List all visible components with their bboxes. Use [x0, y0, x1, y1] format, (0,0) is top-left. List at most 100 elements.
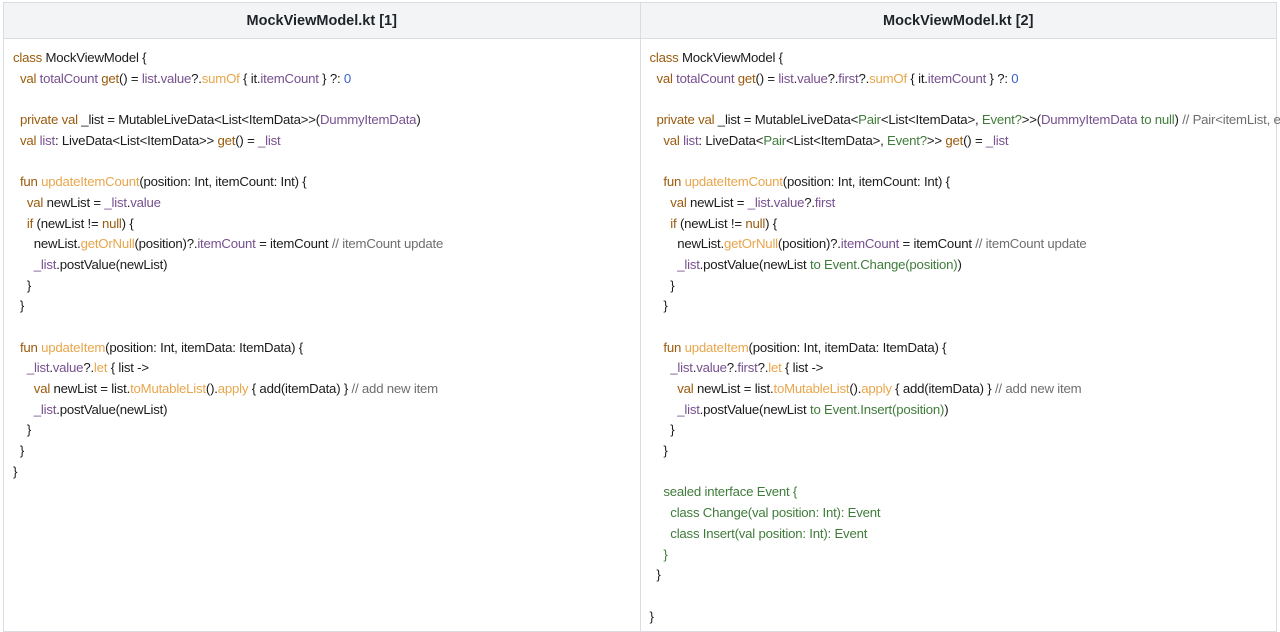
code-token: . — [126, 194, 131, 210]
code-token: apply — [217, 381, 249, 396]
code-token: } — [649, 567, 661, 583]
code-line — [13, 89, 640, 110]
code-line: val newList = _list.value — [13, 193, 640, 214]
code-token: } ?: — [318, 70, 344, 86]
code-token: get — [217, 132, 236, 148]
code-token: null — [745, 215, 766, 231]
code-line: val newList = list.toMutableList().apply… — [650, 379, 1277, 400]
code-token — [650, 526, 671, 541]
code-token: = itemCount — [899, 236, 976, 252]
code-token: ?. — [804, 194, 815, 210]
code-token — [13, 112, 20, 127]
code-line — [650, 151, 1277, 172]
code-line: _list.value?.first?.let { list -> — [650, 358, 1277, 379]
code-line: _list.postValue(newList to Event.Insert(… — [650, 400, 1277, 421]
code-token: val — [670, 194, 687, 210]
code-line: sealed interface Event { — [650, 482, 1277, 503]
code-token: // add new item — [994, 381, 1082, 396]
code-token: fun — [19, 174, 38, 190]
code-token: (newList != — [33, 215, 102, 231]
code-token: getOrNull — [80, 236, 135, 252]
code-token: list — [141, 70, 158, 86]
code-token: ?. — [757, 360, 769, 376]
code-token: val — [656, 70, 673, 86]
code-line: } — [13, 420, 640, 441]
code-token: (newList != — [676, 215, 746, 231]
code-token: to Event.Insert(position) — [809, 401, 945, 417]
code-cell-2: class MockViewModel { val totalCount get… — [639, 38, 1280, 632]
code-token: . — [770, 194, 774, 210]
code-line: private val _list = MutableLiveData<Pair… — [650, 110, 1280, 131]
code-block-1: class MockViewModel { val totalCount get… — [4, 39, 640, 482]
code-token: newList. — [649, 236, 724, 252]
code-token: itemCount — [840, 236, 900, 252]
code-cell-1: class MockViewModel { val totalCount get… — [3, 38, 641, 632]
code-token: } — [649, 443, 668, 459]
code-token — [13, 360, 27, 375]
code-token: <List<ItemData>, — [785, 132, 888, 148]
table-header-row: MockViewModel.kt [1] MockViewModel.kt [2… — [3, 2, 1277, 39]
code-token: itemCount — [197, 236, 256, 252]
code-line: fun updateItem(position: Int, itemData: … — [13, 338, 640, 359]
code-token: first — [814, 194, 836, 210]
code-token: >> — [926, 132, 946, 148]
code-token — [650, 402, 678, 417]
code-line: fun updateItemCount(position: Int, itemC… — [13, 172, 640, 193]
code-token: ?. — [858, 70, 870, 86]
code-token: get — [737, 70, 756, 86]
code-token: first — [838, 70, 859, 86]
code-token: (position)?. — [134, 236, 198, 252]
code-token: { it. — [906, 70, 928, 86]
code-token: // Pair<itemList, event> — [1182, 112, 1280, 128]
code-token: if — [670, 215, 677, 231]
code-line — [650, 462, 1277, 483]
code-token: private val — [19, 112, 78, 128]
code-token: : LiveData<List<ItemData>> — [55, 132, 218, 148]
code-token: (position: Int, itemData: ItemData) { — [748, 339, 947, 355]
code-line: val totalCount get() = list.value?.first… — [650, 69, 1277, 90]
code-token: } — [649, 298, 668, 314]
code-token — [13, 257, 34, 272]
code-token: } — [13, 463, 18, 479]
code-token: _list — [677, 401, 700, 417]
column-header-2: MockViewModel.kt [2] — [639, 2, 1277, 39]
code-token: ) — [957, 256, 962, 272]
code-line: fun updateItemCount(position: Int, itemC… — [650, 172, 1277, 193]
code-token: } — [649, 608, 654, 624]
code-line: _list.postValue(newList to Event.Change(… — [650, 255, 1277, 276]
code-line: private val _list = MutableLiveData<List… — [13, 110, 640, 131]
code-line — [13, 151, 640, 172]
code-token: 0 — [1011, 70, 1019, 86]
code-token: . — [692, 360, 697, 376]
code-line — [650, 317, 1277, 338]
code-token: ) — [416, 112, 421, 128]
code-token: toMutableList — [773, 381, 850, 396]
code-token: ) — [944, 401, 949, 417]
code-token: (position: Int, itemCount: Int) { — [782, 174, 950, 190]
code-token — [650, 340, 664, 355]
code-token: ?. — [83, 360, 94, 376]
code-token: DummyItemData — [1040, 112, 1138, 128]
code-token: .postValue(newList — [699, 401, 810, 417]
code-token: sealed interface Event { — [663, 484, 798, 500]
code-token: val — [663, 132, 680, 148]
code-token: ?. — [191, 70, 202, 86]
code-token: value — [160, 70, 192, 86]
code-token — [650, 257, 678, 272]
code-token: value — [52, 360, 84, 376]
code-line: } — [650, 441, 1277, 462]
code-line: newList.getOrNull(position)?.itemCount =… — [650, 234, 1277, 255]
code-token: to null — [1137, 112, 1175, 128]
code-token: newList = — [43, 194, 105, 210]
code-line: val totalCount get() = list.value?.sumOf… — [13, 69, 640, 90]
code-token: val — [19, 132, 37, 148]
code-token: { it. — [239, 70, 261, 86]
code-token: ) { — [765, 215, 777, 231]
code-line: class MockViewModel { — [13, 48, 640, 69]
code-token: list — [778, 70, 794, 86]
code-token — [650, 381, 678, 396]
code-token: val — [26, 194, 44, 210]
code-token: () = — [119, 70, 142, 86]
code-token: // itemCount update — [331, 236, 444, 252]
code-token: { add(itemData) } — [248, 381, 352, 396]
